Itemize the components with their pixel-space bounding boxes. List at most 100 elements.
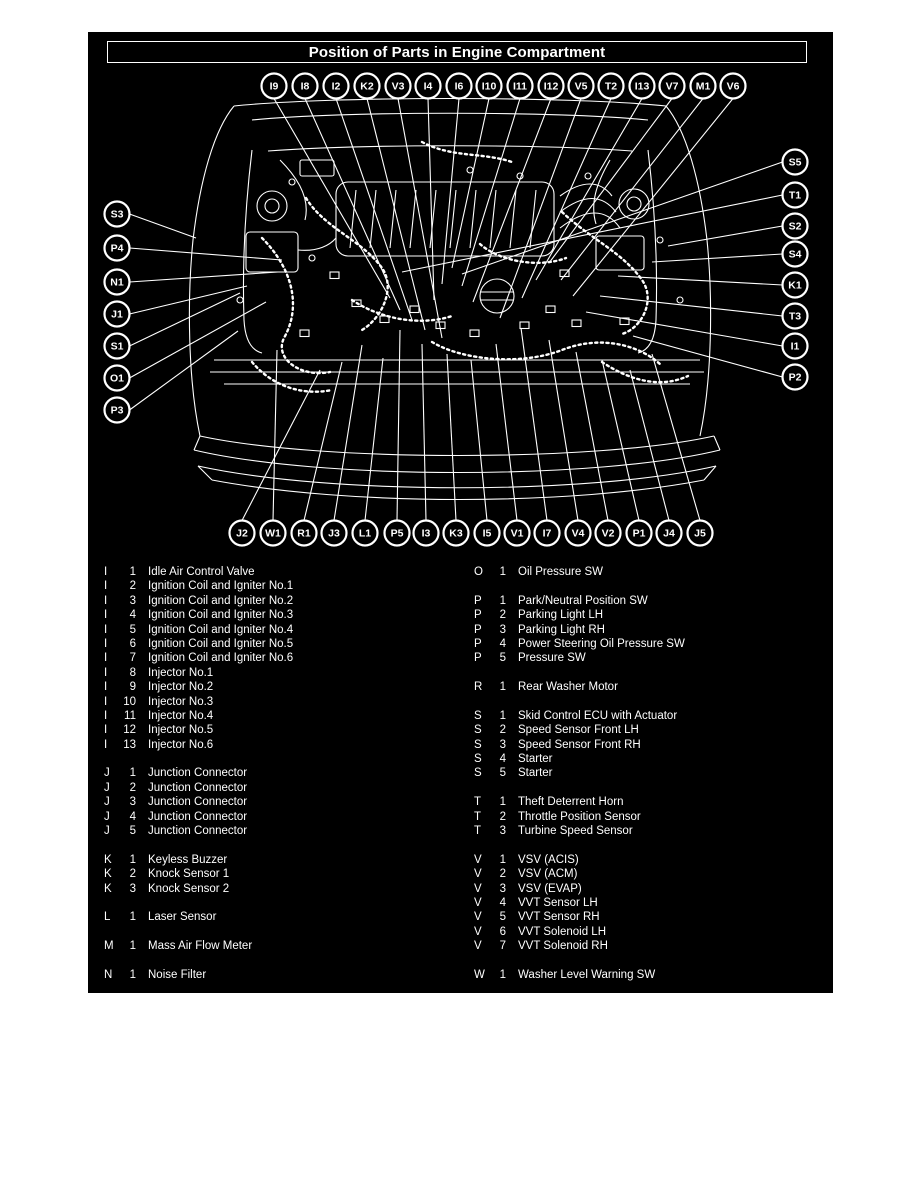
callout-label: I6 xyxy=(455,81,464,93)
callout-l1: L1 xyxy=(351,519,379,547)
callout-r1: R1 xyxy=(290,519,318,547)
legend-part-name: Rear Washer Motor xyxy=(518,681,618,694)
callout-j5: J5 xyxy=(686,519,714,547)
leader-line xyxy=(401,194,783,273)
callout-j4: J4 xyxy=(655,519,683,547)
legend-letter: V xyxy=(474,882,482,895)
legend-row: J 2 Junction Connector xyxy=(104,781,466,795)
callout-s3: S3 xyxy=(103,200,131,228)
legend-number: 2 xyxy=(499,609,506,622)
leader-line xyxy=(520,327,548,521)
legend-letter: W xyxy=(474,968,485,981)
callout-o1: O1 xyxy=(103,364,131,392)
legend-number: 3 xyxy=(129,882,136,895)
legend-part-name: Ignition Coil and Igniter No.3 xyxy=(148,609,294,622)
callout-j3: J3 xyxy=(320,519,348,547)
legend-part-name: Washer Level Warning SW xyxy=(518,968,656,981)
legend-letter: V xyxy=(474,896,482,909)
callout-s4: S4 xyxy=(781,240,809,268)
legend-letter: J xyxy=(104,767,110,780)
legend-number: 2 xyxy=(499,724,506,737)
leader-line xyxy=(560,98,704,281)
callout-i10: I10 xyxy=(475,72,503,100)
callout-label: V2 xyxy=(602,528,615,540)
callout-m1: M1 xyxy=(689,72,717,100)
legend-part-name: Injector No.3 xyxy=(148,695,214,708)
legend-letter: J xyxy=(104,781,110,794)
leader-line xyxy=(617,275,783,286)
legend-part-name: Junction Connector xyxy=(148,781,248,794)
leader-line xyxy=(335,98,413,321)
legend-number: 2 xyxy=(129,781,136,794)
legend-part-name: Knock Sensor 1 xyxy=(148,868,230,881)
callout-label: I2 xyxy=(332,81,341,93)
callout-label: K2 xyxy=(360,81,374,93)
callout-label: N1 xyxy=(110,277,124,289)
legend-number: 8 xyxy=(129,666,136,679)
legend-letter: T xyxy=(474,825,482,838)
legend-letter: L xyxy=(104,911,111,924)
callout-i4: I4 xyxy=(414,72,442,100)
legend-letter: N xyxy=(104,968,113,981)
legend-letter: P xyxy=(474,594,482,607)
legend-letter: K xyxy=(104,882,112,895)
legend-row: W 1 Washer Level Warning SW xyxy=(474,968,826,982)
legend-letter: I xyxy=(104,652,108,665)
legend-part-name: VVT Sensor LH xyxy=(518,896,598,909)
legend-part-name: Pressure SW xyxy=(518,652,586,665)
leader-line xyxy=(129,330,239,411)
leader-line xyxy=(241,369,321,521)
legend-letter: J xyxy=(104,796,110,809)
leader-line xyxy=(129,301,267,379)
legend-part-name: Ignition Coil and Igniter No.2 xyxy=(148,594,294,607)
callout-v2: V2 xyxy=(594,519,622,547)
legend-number: 1 xyxy=(499,594,506,607)
legend-part-name: Theft Deterrent Horn xyxy=(518,796,624,809)
callout-i5: I5 xyxy=(473,519,501,547)
callout-label: T3 xyxy=(789,311,801,323)
callout-label: V5 xyxy=(575,81,588,93)
legend-letter: P xyxy=(474,652,482,665)
legend-part-name: Starter xyxy=(518,753,553,766)
legend-letter: T xyxy=(474,810,482,823)
legend-letter: I xyxy=(104,666,108,679)
legend-letter: S xyxy=(474,738,482,751)
legend-number: 1 xyxy=(499,968,506,981)
leader-line xyxy=(421,343,427,521)
legend-letter: I xyxy=(104,738,108,751)
legend-part-name: Throttle Position Sensor xyxy=(518,810,641,823)
legend-number: 4 xyxy=(499,753,506,766)
legend-number: 3 xyxy=(129,796,136,809)
leader-line xyxy=(304,98,401,311)
callout-label: V6 xyxy=(727,81,740,93)
leader-line xyxy=(535,98,643,281)
leader-line xyxy=(629,369,670,521)
legend-number: 4 xyxy=(499,896,506,909)
callout-v6: V6 xyxy=(719,72,747,100)
legend-part-name: Junction Connector xyxy=(148,767,248,780)
legend-part-name: Ignition Coil and Igniter No.5 xyxy=(148,637,294,650)
legend-number: 10 xyxy=(123,695,136,708)
callout-label: J4 xyxy=(663,528,675,540)
callout-t3: T3 xyxy=(781,302,809,330)
diagram-panel: Position of Parts in Engine Compartment … xyxy=(88,32,833,993)
legend-part-name: Injector No.2 xyxy=(148,681,214,694)
legend-part-name: Knock Sensor 2 xyxy=(148,882,230,895)
legend-letter: J xyxy=(104,825,110,838)
leader-line xyxy=(461,98,521,287)
callout-label: S2 xyxy=(789,221,802,233)
callout-label: V4 xyxy=(572,528,585,540)
